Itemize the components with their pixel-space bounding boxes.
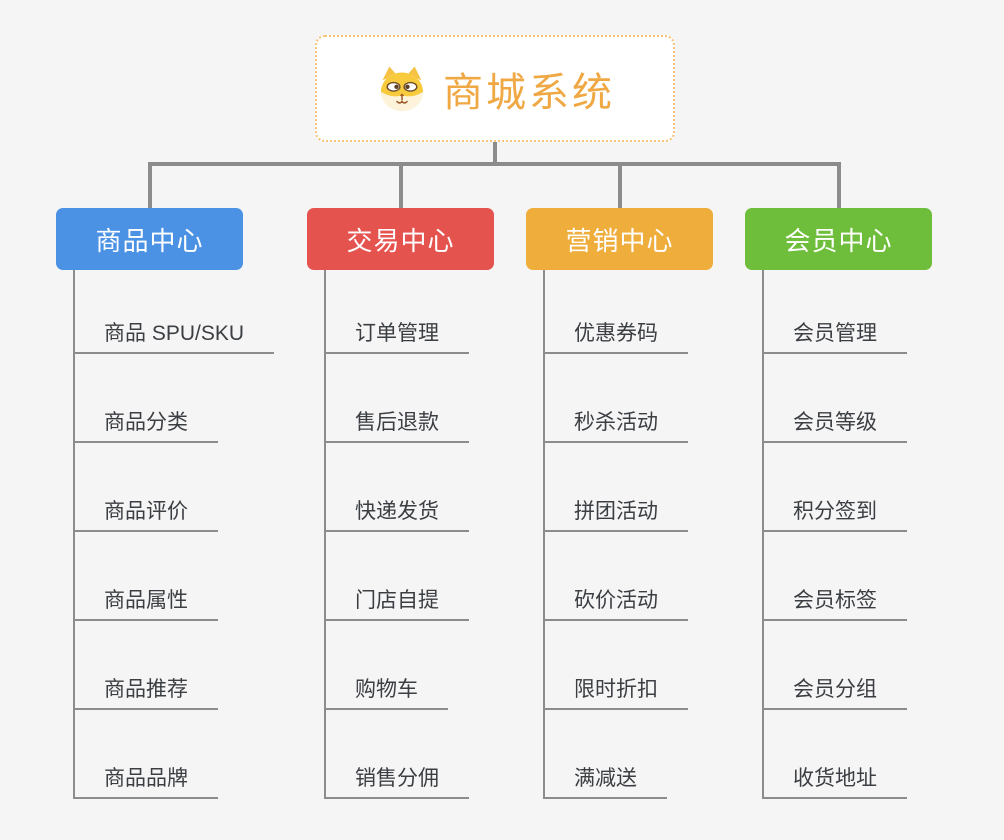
list-item: 会员管理 xyxy=(764,270,907,354)
leaf-node[interactable]: 秒杀活动 xyxy=(545,410,688,443)
leaf-node[interactable]: 砍价活动 xyxy=(545,588,688,621)
leaf-node[interactable]: 收货地址 xyxy=(764,766,907,799)
branch-stub-connector xyxy=(837,162,841,208)
branch-column-product: 商品中心 商品 SPU/SKU 商品分类 商品评价 商品属性 商品推荐 商品品牌 xyxy=(56,208,306,799)
leaf-node[interactable]: 优惠券码 xyxy=(545,321,688,354)
leaf-node[interactable]: 限时折扣 xyxy=(545,677,688,710)
leaf-node[interactable]: 会员分组 xyxy=(764,677,907,710)
leaf-node[interactable]: 商品分类 xyxy=(75,410,218,443)
leaf-node[interactable]: 积分签到 xyxy=(764,499,907,532)
leaf-node[interactable]: 商品属性 xyxy=(75,588,218,621)
branch-stub-connector xyxy=(399,162,403,208)
leaf-node[interactable]: 会员标签 xyxy=(764,588,907,621)
branch-label: 商品中心 xyxy=(95,225,204,256)
list-item: 会员等级 xyxy=(764,354,907,443)
branch-item-list: 优惠券码 秒杀活动 拼团活动 砍价活动 限时折扣 满减送 xyxy=(543,270,688,799)
branch-stub-connector xyxy=(148,162,152,208)
list-item: 砍价活动 xyxy=(545,532,688,621)
root-stem-connector xyxy=(493,142,497,164)
leaf-node[interactable]: 满减送 xyxy=(545,766,667,799)
list-item: 销售分佣 xyxy=(326,710,469,799)
branch-bus-connector xyxy=(148,162,841,166)
leaf-node[interactable]: 商品 SPU/SKU xyxy=(75,321,275,354)
leaf-node[interactable]: 快递发货 xyxy=(326,499,469,532)
branch-node-product[interactable]: 商品中心 xyxy=(56,208,243,270)
leaf-node[interactable]: 会员等级 xyxy=(764,410,907,443)
leaf-node[interactable]: 会员管理 xyxy=(764,321,907,354)
root-title: 商城系统 xyxy=(443,70,615,115)
leaf-node[interactable]: 订单管理 xyxy=(326,321,469,354)
leaf-node[interactable]: 销售分佣 xyxy=(326,766,469,799)
list-item: 满减送 xyxy=(545,710,688,799)
list-item: 限时折扣 xyxy=(545,621,688,710)
list-item: 订单管理 xyxy=(326,270,469,354)
leaf-node[interactable]: 商品评价 xyxy=(75,499,218,532)
list-item: 商品 SPU/SKU xyxy=(75,270,275,354)
list-item: 优惠券码 xyxy=(545,270,688,354)
branch-label: 会员中心 xyxy=(784,225,893,256)
list-item: 商品属性 xyxy=(75,532,274,621)
list-item: 商品推荐 xyxy=(75,621,274,710)
branch-column-marketing: 营销中心 优惠券码 秒杀活动 拼团活动 砍价活动 限时折扣 满减送 xyxy=(526,208,776,799)
list-item: 收货地址 xyxy=(764,710,907,799)
branch-column-trade: 交易中心 订单管理 售后退款 快递发货 门店自提 购物车 销售分佣 xyxy=(307,208,557,799)
list-item: 商品分类 xyxy=(75,354,274,443)
list-item: 快递发货 xyxy=(326,443,469,532)
branch-item-list: 会员管理 会员等级 积分签到 会员标签 会员分组 收货地址 xyxy=(762,270,907,799)
branch-label: 营销中心 xyxy=(565,225,674,256)
branch-node-trade[interactable]: 交易中心 xyxy=(307,208,494,270)
root-node[interactable]: 商城系统 xyxy=(315,35,675,142)
list-item: 会员分组 xyxy=(764,621,907,710)
list-item: 积分签到 xyxy=(764,443,907,532)
leaf-node[interactable]: 售后退款 xyxy=(326,410,469,443)
branch-column-member: 会员中心 会员管理 会员等级 积分签到 会员标签 会员分组 收货地址 xyxy=(745,208,995,799)
leaf-node[interactable]: 门店自提 xyxy=(326,588,469,621)
branch-node-member[interactable]: 会员中心 xyxy=(745,208,932,270)
list-item: 商品评价 xyxy=(75,443,274,532)
branch-item-list: 订单管理 售后退款 快递发货 门店自提 购物车 销售分佣 xyxy=(324,270,469,799)
leaf-node[interactable]: 商品品牌 xyxy=(75,766,218,799)
leaf-node[interactable]: 购物车 xyxy=(326,677,448,710)
leaf-node[interactable]: 拼团活动 xyxy=(545,499,688,532)
dog-face-icon xyxy=(375,64,429,113)
list-item: 售后退款 xyxy=(326,354,469,443)
list-item: 门店自提 xyxy=(326,532,469,621)
leaf-node[interactable]: 商品推荐 xyxy=(75,677,218,710)
list-item: 商品品牌 xyxy=(75,710,274,799)
list-item: 购物车 xyxy=(326,621,469,710)
list-item: 拼团活动 xyxy=(545,443,688,532)
list-item: 秒杀活动 xyxy=(545,354,688,443)
list-item: 会员标签 xyxy=(764,532,907,621)
branch-stub-connector xyxy=(618,162,622,208)
branch-item-list: 商品 SPU/SKU 商品分类 商品评价 商品属性 商品推荐 商品品牌 xyxy=(73,270,275,799)
branch-node-marketing[interactable]: 营销中心 xyxy=(526,208,713,270)
branch-label: 交易中心 xyxy=(346,225,455,256)
